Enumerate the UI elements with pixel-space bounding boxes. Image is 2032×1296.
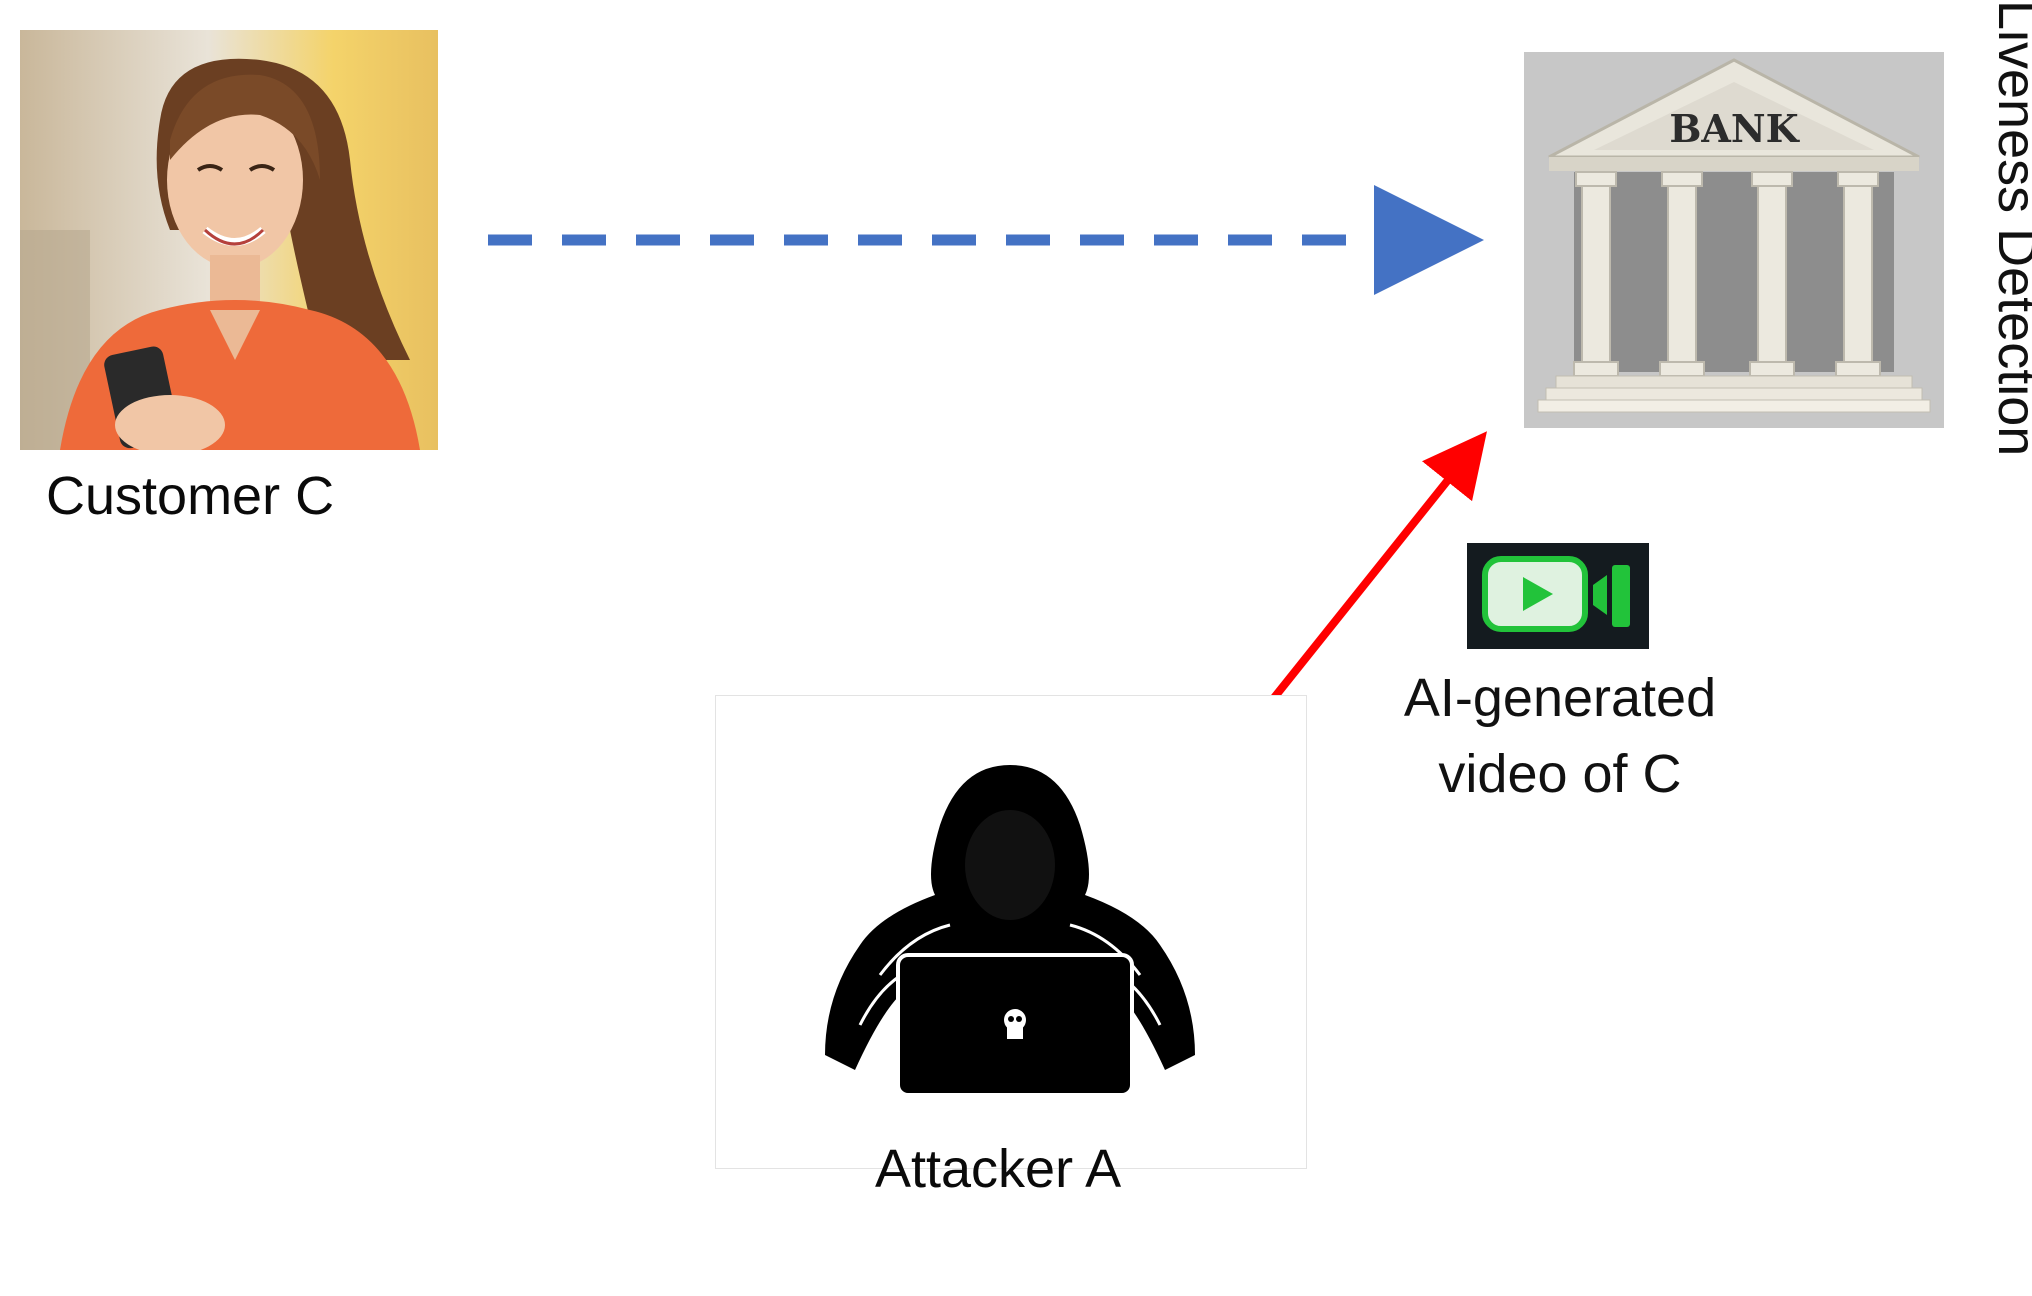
customer-label: Customer C [46,466,335,526]
customer-photo [20,30,438,450]
bank-sign: BANK [1669,106,1800,151]
attacker-label: Attacker A [875,1139,1122,1199]
bank-building-icon: BANK [1524,52,1944,428]
video-camera-icon [1467,543,1649,649]
liveness-detection-label: Liveness Detection [1978,0,2032,490]
hacker-icon [825,765,1195,1097]
ai-video-label: AI-generated video of C [1380,660,1740,812]
ai-video-label-line2: video of C [1438,744,1682,804]
liveness-detection-text: Liveness Detection [1987,0,2032,457]
ai-video-label-line1: AI-generated [1403,668,1717,728]
